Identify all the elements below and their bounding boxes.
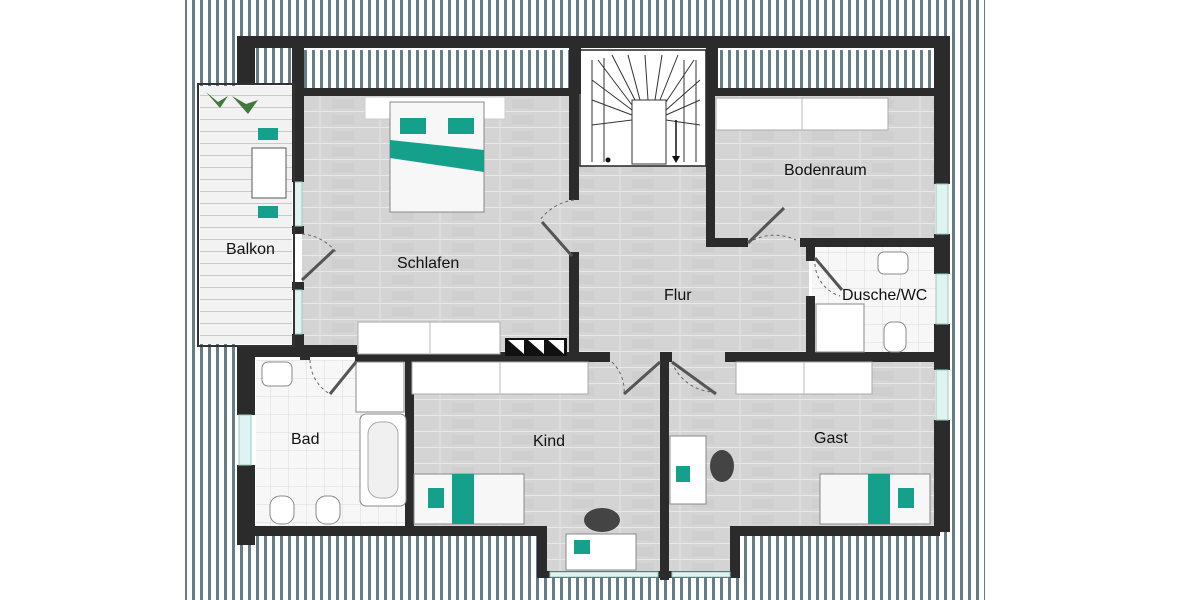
label-bodenraum: Bodenraum	[784, 162, 867, 179]
staircase	[579, 49, 707, 167]
label-kind: Kind	[533, 433, 565, 450]
walls	[237, 36, 950, 580]
label-balkon: Balkon	[226, 241, 275, 258]
doors	[301, 199, 841, 395]
door-leaves	[300, 206, 844, 396]
label-flur: Flur	[664, 287, 692, 304]
label-gast: Gast	[814, 430, 848, 447]
label-schlafen: Schlafen	[397, 255, 459, 272]
room-labels: Schlafen Bodenraum Balkon Flur Dusche/WC…	[226, 162, 927, 450]
label-bad: Bad	[291, 431, 319, 448]
sanitary	[261, 251, 909, 525]
label-dusche-wc: Dusche/WC	[842, 287, 927, 304]
furniture	[357, 96, 931, 571]
balcony	[197, 83, 295, 347]
windows	[238, 181, 949, 578]
